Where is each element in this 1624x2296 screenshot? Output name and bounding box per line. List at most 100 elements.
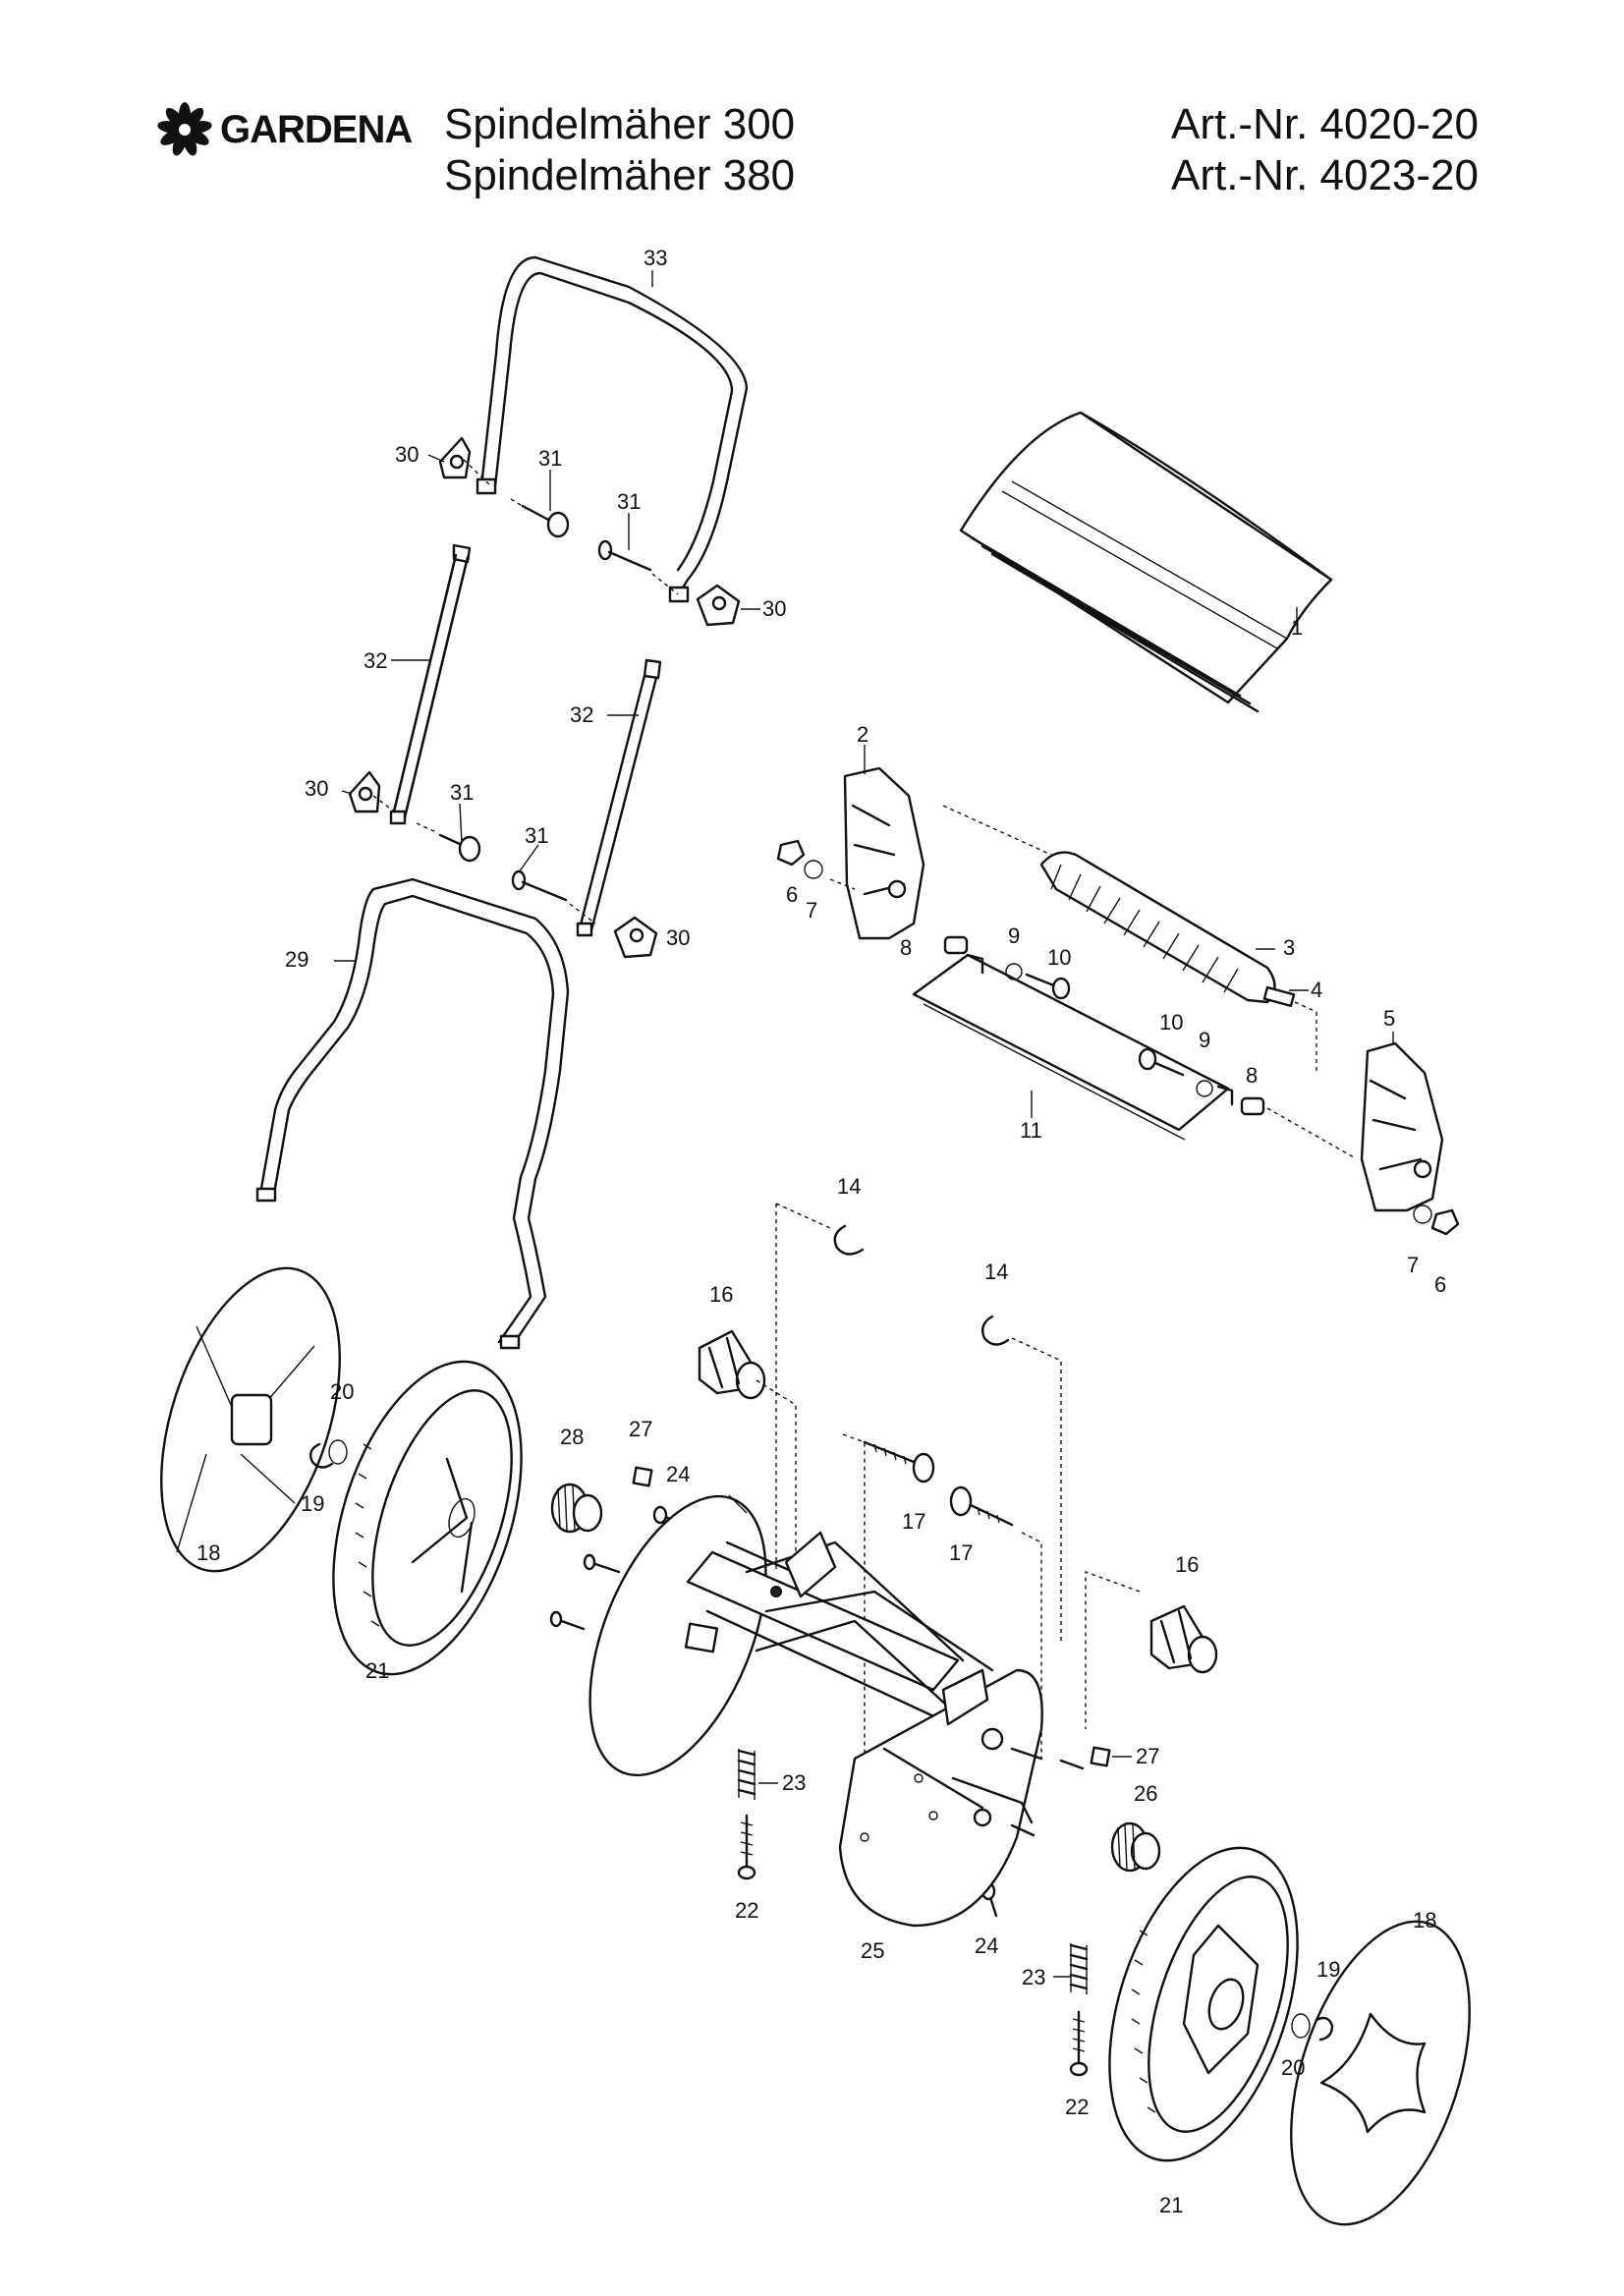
callout-6: 6 xyxy=(786,882,798,907)
part-6-nut-right xyxy=(1430,1208,1460,1236)
callout-20: 20 xyxy=(1281,2055,1305,2080)
part-31-bolt-mid-left xyxy=(438,833,481,863)
callout-30: 30 xyxy=(395,442,419,467)
part-31-bolt-upper-right xyxy=(597,539,652,572)
model-title-380: Spindelmäher 380 xyxy=(444,151,796,199)
part-10-screw-right xyxy=(1138,1047,1185,1077)
part-22-screw-left xyxy=(737,1814,756,1880)
callout-19: 19 xyxy=(1316,1957,1340,1982)
callout-14: 14 xyxy=(837,1174,861,1199)
callout-31: 31 xyxy=(525,823,548,848)
callout-2: 2 xyxy=(857,722,868,747)
callout-6: 6 xyxy=(1434,1272,1446,1297)
part-31-bolt-upper-left xyxy=(521,504,570,538)
callout-23: 23 xyxy=(782,1770,806,1795)
model-title-300: Spindelmäher 300 xyxy=(444,100,796,148)
callout-31: 31 xyxy=(617,489,641,514)
callout-7: 7 xyxy=(1407,1253,1419,1277)
callout-7: 7 xyxy=(806,898,817,923)
callout-30: 30 xyxy=(762,596,786,621)
callout-14: 14 xyxy=(984,1260,1008,1284)
leader-lines xyxy=(334,270,1394,1978)
callout-8: 8 xyxy=(900,935,912,960)
callout-20: 20 xyxy=(330,1379,354,1404)
callout-26: 26 xyxy=(1134,1781,1157,1806)
part-23-spring-left xyxy=(737,1749,756,1800)
part-30-knob-upper-left xyxy=(438,436,472,479)
callout-24: 24 xyxy=(666,1462,690,1486)
part-30-knob-mid-left xyxy=(348,770,381,813)
callout-10: 10 xyxy=(1047,945,1071,970)
part-1-grass-box xyxy=(959,411,1333,713)
part-23-spring-right xyxy=(1069,1943,1089,1994)
callouts: 33 30 31 31 30 1 32 32 2 30 31 31 6 7 8 … xyxy=(196,246,1446,2217)
part-3-front-roller xyxy=(1039,851,1276,1004)
part-26-gear-right xyxy=(1110,1821,1161,1873)
callout-21: 21 xyxy=(1159,2193,1183,2217)
part-7-washer-right xyxy=(1413,1204,1432,1224)
part-8-bushing-left xyxy=(943,935,969,955)
part-bolt-small-1 xyxy=(583,1553,621,1574)
part-28-pinion-gear xyxy=(550,1483,603,1534)
callout-9: 9 xyxy=(1199,1028,1210,1052)
part-25-side-plate-right xyxy=(838,1668,1043,1928)
part-21-wheel-left xyxy=(332,1360,523,1676)
part-19-clip-left xyxy=(308,1442,334,1469)
callout-3: 3 xyxy=(1283,935,1295,960)
part-2-side-plate-left xyxy=(843,766,925,940)
callout-18: 18 xyxy=(1413,1908,1436,1932)
callout-27: 27 xyxy=(629,1417,652,1441)
part-14-clip-right xyxy=(981,1315,1010,1346)
part-22-screw-right xyxy=(1069,2010,1089,2077)
part-bolt-small-4 xyxy=(1010,1823,1036,1837)
callout-25: 25 xyxy=(861,1938,884,1963)
callout-22: 22 xyxy=(735,1898,758,1923)
part-30-knob-mid-right xyxy=(613,916,658,959)
callout-8: 8 xyxy=(1246,1063,1258,1088)
callout-31: 31 xyxy=(538,446,562,471)
part-29-lower-handle xyxy=(255,877,570,1350)
callout-30: 30 xyxy=(305,776,328,801)
part-19-clip-right xyxy=(1315,2016,1334,2042)
callout-1: 1 xyxy=(1291,615,1303,640)
callout-4: 4 xyxy=(1311,978,1322,1002)
brand-name: GARDENA xyxy=(220,107,413,151)
part-10-screw-left xyxy=(1025,973,1071,1000)
part-27-key-left xyxy=(632,1466,653,1487)
part-16-bearing-right xyxy=(1149,1604,1218,1674)
part-7-washer-left xyxy=(804,860,823,879)
callout-16: 16 xyxy=(709,1282,733,1307)
part-21-wheel-right xyxy=(1108,1846,1299,2162)
callout-17: 17 xyxy=(902,1509,925,1534)
callout-18: 18 xyxy=(196,1540,220,1565)
callout-24: 24 xyxy=(975,1933,998,1958)
part-32-tube-right xyxy=(576,658,662,937)
part-18-wheel-cover-left xyxy=(160,1266,341,1573)
callout-23: 23 xyxy=(1022,1965,1045,1989)
part-20-washer-left xyxy=(328,1439,348,1465)
callout-5: 5 xyxy=(1383,1006,1395,1031)
part-4-roller-axle xyxy=(1262,985,1296,1008)
gardena-logo: GARDENA xyxy=(157,102,413,157)
callout-32: 32 xyxy=(570,702,593,727)
callout-9: 9 xyxy=(1008,924,1020,948)
part-bolt-small-2 xyxy=(549,1610,586,1631)
callout-31: 31 xyxy=(450,780,474,805)
callout-10: 10 xyxy=(1159,1010,1183,1035)
callout-19: 19 xyxy=(301,1491,324,1516)
part-5-side-plate-right xyxy=(1360,1041,1444,1212)
part-cutting-reel-frame xyxy=(588,1494,994,1777)
part-31-bolt-mid-right xyxy=(511,869,568,902)
part-8-bushing-right xyxy=(1240,1096,1265,1116)
part-6-nut-left xyxy=(776,839,806,867)
callout-21: 21 xyxy=(365,1658,389,1683)
callout-32: 32 xyxy=(364,648,387,673)
part-20-washer-right xyxy=(1291,2013,1311,2039)
part-32-tube-left xyxy=(389,543,472,825)
callout-29: 29 xyxy=(285,947,308,972)
callout-27: 27 xyxy=(1136,1744,1159,1768)
part-18-wheel-cover-right xyxy=(1290,1920,1471,2226)
part-9-washer-right xyxy=(1196,1080,1213,1097)
gardena-flower-icon xyxy=(157,102,212,156)
